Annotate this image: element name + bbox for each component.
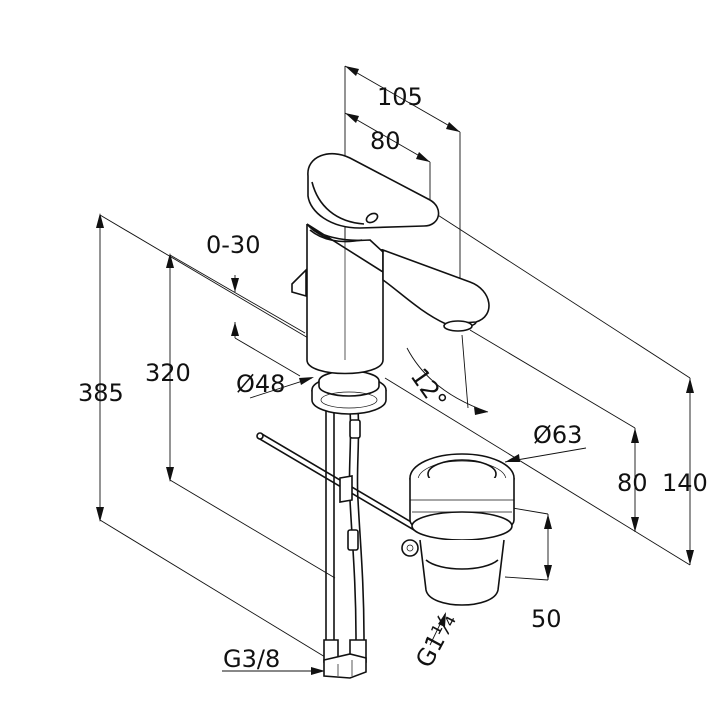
waste-valve: [401, 453, 515, 606]
dim-50: 50: [531, 605, 562, 633]
dimension-labels: 105 80 0-30 385 320 Ø48 12° Ø63 80 140 5…: [78, 83, 708, 673]
dim-385: 385: [78, 379, 124, 407]
dim-140: 140: [662, 469, 708, 497]
dim-d48: Ø48: [236, 370, 285, 398]
tap-base: [311, 370, 387, 415]
arrowheads: [96, 66, 694, 675]
dim-0-30: 0-30: [206, 231, 260, 259]
tap-body: [291, 180, 384, 375]
dim-80-top: 80: [370, 127, 401, 155]
dim-12deg: 12°: [405, 363, 452, 414]
dim-320: 320: [145, 359, 191, 387]
spout: [382, 248, 490, 332]
dim-g38: G3/8: [223, 645, 280, 673]
pop-up-rod: [256, 432, 420, 532]
supply-hoses: [323, 392, 367, 679]
dim-105: 105: [377, 83, 423, 111]
dim-g114: G1¼: [410, 609, 462, 673]
lever-handle: [307, 152, 440, 243]
dim-80-right: 80: [617, 469, 648, 497]
dim-d63: Ø63: [533, 421, 582, 449]
